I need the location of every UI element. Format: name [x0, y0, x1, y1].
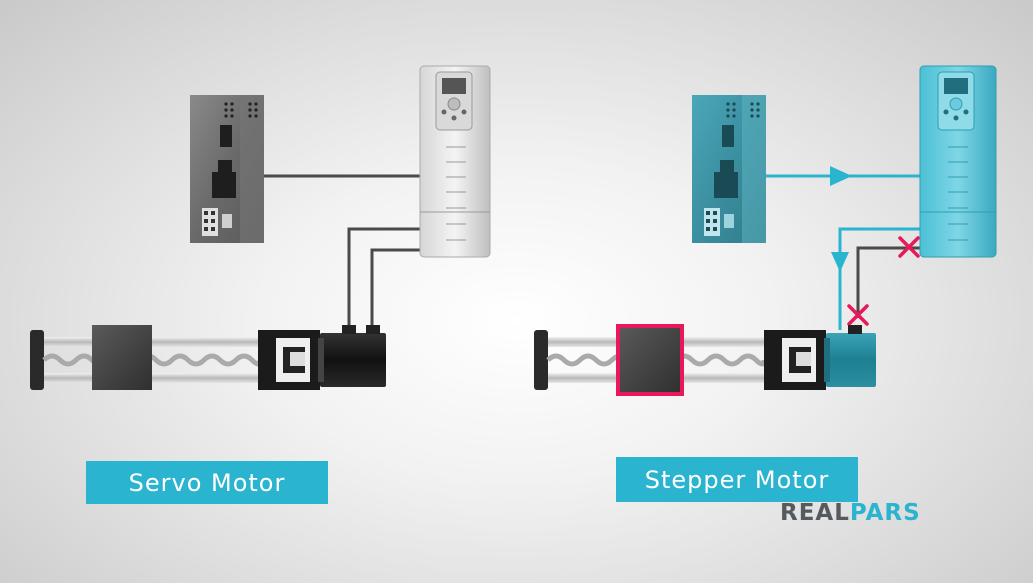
motor-icon — [318, 325, 386, 387]
logo-part-real: REAL — [780, 500, 850, 526]
motor-icon — [824, 325, 876, 387]
linear-actuator-icon — [534, 324, 826, 396]
stepper-motor-label-text: Stepper Motor — [644, 465, 830, 494]
motor-drive-icon — [419, 65, 491, 258]
servo-motor-label: Servo Motor — [86, 461, 328, 504]
servo-wires — [264, 174, 420, 327]
servo-system — [30, 65, 491, 390]
plc-controller-icon — [190, 95, 264, 243]
plc-controller-icon — [692, 95, 766, 243]
blocked-cross-icon — [898, 236, 920, 258]
linear-actuator-icon — [30, 325, 320, 390]
servo-motor-label-text: Servo Motor — [128, 468, 286, 497]
blocked-cross-icon — [847, 304, 869, 326]
motor-drive-icon — [919, 65, 997, 258]
highlighted-carriage — [616, 324, 684, 396]
logo-part-pars: PARS — [849, 500, 921, 526]
flow-arrow-icon — [830, 166, 852, 186]
realpars-logo: REALPARS — [780, 500, 921, 526]
stepper-motor-label: Stepper Motor — [616, 457, 858, 502]
flow-arrow-icon — [831, 252, 849, 272]
stepper-system — [534, 65, 997, 396]
